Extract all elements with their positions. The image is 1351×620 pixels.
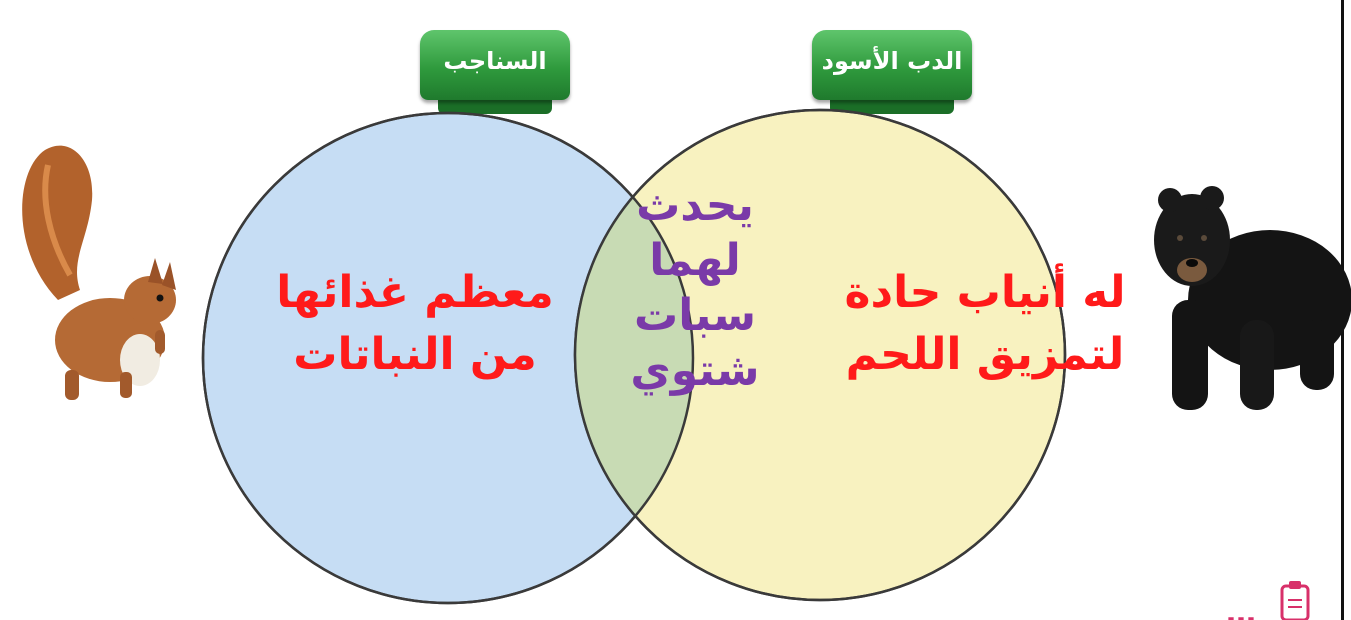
bear-image bbox=[1154, 186, 1351, 410]
shared-trait: يحدث لهما سبات شتوي bbox=[590, 178, 800, 398]
right-unique-trait: له أنياب حادة لتمزيق اللحم bbox=[815, 262, 1155, 387]
shared-trait-line: سبات bbox=[634, 290, 756, 341]
shared-trait-line: شتوي bbox=[630, 345, 760, 396]
clipboard-icon bbox=[1280, 581, 1310, 620]
shared-trait-line: لهما bbox=[649, 235, 741, 286]
footer-caption: … bbox=[1018, 582, 1318, 620]
shared-trait-line: يحدث bbox=[636, 180, 754, 231]
right-trait-line: له أنياب حادة bbox=[844, 267, 1126, 318]
squirrel-image bbox=[22, 145, 176, 400]
right-set-label-text: الدب الأسود bbox=[821, 47, 963, 75]
right-set-label: الدب الأسود bbox=[812, 30, 972, 114]
left-trait-line: من النباتات bbox=[293, 329, 537, 381]
left-set-label: السناجب bbox=[420, 30, 570, 114]
footer-text: … bbox=[1226, 596, 1256, 620]
left-trait-line: معظم غذائها bbox=[276, 267, 554, 318]
left-unique-trait: معظم غذائها من النباتات bbox=[250, 262, 580, 387]
left-set-label-text: السناجب bbox=[443, 47, 547, 75]
right-trait-line: لتمزيق اللحم bbox=[845, 329, 1125, 381]
